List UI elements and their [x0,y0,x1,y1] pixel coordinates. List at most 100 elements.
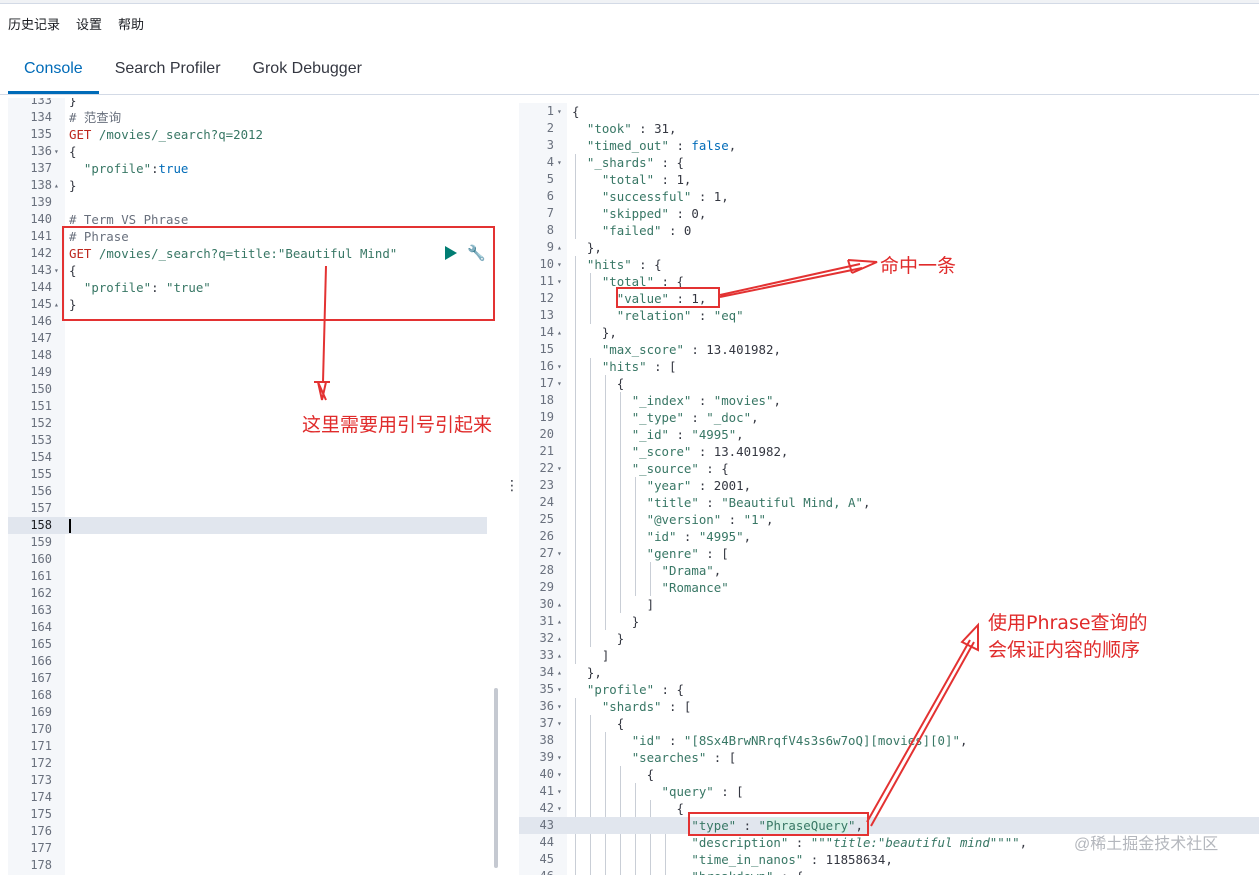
request-line[interactable]: 157 [8,500,488,517]
line-number: 146 [30,314,52,328]
line-number: 23 [539,478,554,492]
fold-toggle-icon[interactable]: ▴ [557,668,562,677]
request-line[interactable]: 137 "profile":true [8,160,488,177]
request-line[interactable]: 159 [8,534,488,551]
code-text: { [646,767,655,782]
fold-toggle-icon[interactable]: ▴ [557,634,562,643]
play-icon[interactable] [445,246,457,260]
request-line[interactable]: 136▾{ [8,143,488,160]
request-line[interactable]: 150 [8,381,488,398]
request-line[interactable]: 145▴} [8,296,488,313]
fold-toggle-icon[interactable]: ▾ [557,753,562,762]
fold-toggle-icon[interactable]: ▴ [54,181,59,190]
request-line[interactable]: 177 [8,840,488,857]
request-line[interactable]: 133} [8,98,488,109]
request-line[interactable]: 140# Term VS Phrase [8,211,488,228]
fold-toggle-icon[interactable]: ▾ [557,158,562,167]
request-line[interactable]: 176 [8,823,488,840]
request-line[interactable]: 146 [8,313,488,330]
request-line[interactable]: 154 [8,449,488,466]
request-line[interactable]: 158 [8,517,487,534]
fold-toggle-icon[interactable]: ▾ [557,260,562,269]
request-line[interactable]: 168 [8,687,488,704]
request-line[interactable]: 174 [8,789,488,806]
fold-toggle-icon[interactable]: ▴ [557,600,562,609]
request-line[interactable]: 147 [8,330,488,347]
code-text: "profile":true [83,161,189,176]
request-line[interactable]: 141# Phrase [8,228,488,245]
fold-toggle-icon[interactable]: ▾ [557,804,562,813]
request-scrollbar[interactable] [494,688,498,868]
fold-toggle-icon[interactable]: ▴ [557,328,562,337]
request-line[interactable]: 152 [8,415,488,432]
tab-console[interactable]: Console [8,48,99,94]
request-line[interactable]: 161 [8,568,488,585]
fold-toggle-icon[interactable]: ▾ [557,277,562,286]
code-text: "timed_out" : false, [586,138,737,153]
fold-toggle-icon[interactable]: ▾ [557,362,562,371]
line-number: 162 [30,586,52,600]
request-line[interactable]: 170 [8,721,488,738]
fold-toggle-icon[interactable]: ▴ [557,617,562,626]
settings-link[interactable]: 设置 [76,17,103,32]
response-line: 38 "id" : "[8Sx4BrwNRrqfV4s3s6w7oQ][movi… [519,732,1259,749]
code-text: "searches" : [ [631,750,737,765]
fold-toggle-icon[interactable]: ▴ [557,651,562,660]
request-line[interactable]: 167 [8,670,488,687]
request-line[interactable]: 165 [8,636,488,653]
request-line[interactable]: 156 [8,483,488,500]
request-line[interactable]: 149 [8,364,488,381]
fold-toggle-icon[interactable]: ▾ [54,147,59,156]
fold-toggle-icon[interactable]: ▾ [557,685,562,694]
request-line[interactable]: 160 [8,551,488,568]
response-line: 8 "failed" : 0 [519,222,1259,239]
fold-toggle-icon[interactable]: ▾ [557,464,562,473]
request-line[interactable]: 166 [8,653,488,670]
request-line[interactable]: 162 [8,585,488,602]
fold-toggle-icon[interactable]: ▾ [557,868,567,875]
request-line[interactable]: 169 [8,704,488,721]
fold-toggle-icon[interactable]: ▾ [557,549,562,558]
request-line[interactable]: 171 [8,738,488,755]
response-line: 9▴ }, [519,239,1259,256]
code-text: } [616,631,625,646]
code-text: ] [601,648,610,663]
request-line[interactable]: 155 [8,466,488,483]
help-link[interactable]: 帮助 [118,17,145,32]
request-line[interactable]: 175 [8,806,488,823]
fold-toggle-icon[interactable]: ▴ [54,300,59,309]
request-line[interactable]: 163 [8,602,488,619]
fold-toggle-icon[interactable]: ▾ [557,107,562,116]
code-text: "total" : 1, [601,172,692,187]
fold-toggle-icon[interactable]: ▾ [557,702,562,711]
request-line[interactable]: 138▴} [8,177,488,194]
request-line[interactable]: 134# 范查询 [8,109,488,126]
fold-toggle-icon[interactable]: ▾ [557,787,562,796]
request-line[interactable]: 172 [8,755,488,772]
request-line[interactable]: 178 [8,857,488,874]
tab-grok-debugger[interactable]: Grok Debugger [252,60,362,77]
code-text: "time_in_nanos" : 11858634, [691,852,893,867]
request-line[interactable]: 151 [8,398,488,415]
fold-toggle-icon[interactable]: ▴ [557,243,562,252]
fold-toggle-icon[interactable]: ▾ [557,770,562,779]
response-line: 10▾ "hits" : { [519,256,1259,273]
tab-search-profiler[interactable]: Search Profiler [114,60,221,77]
fold-toggle-icon[interactable]: ▾ [557,719,562,728]
request-line[interactable]: 164 [8,619,488,636]
pane-resizer-icon[interactable]: ⋮ [505,477,519,493]
request-line[interactable]: 173 [8,772,488,789]
request-line[interactable]: 139 [8,194,488,211]
fold-toggle-icon[interactable]: ▾ [557,379,562,388]
request-line[interactable]: 144 "profile": "true" [8,279,488,296]
request-line[interactable]: 143▾{ [8,262,488,279]
fold-toggle-icon[interactable]: ▾ [54,266,59,275]
request-line[interactable]: 148 [8,347,488,364]
request-line[interactable]: 153 [8,432,488,449]
history-link[interactable]: 历史记录 [8,17,61,32]
response-line: 5 "total" : 1, [519,171,1259,188]
wrench-icon[interactable]: 🔧 [467,244,486,262]
